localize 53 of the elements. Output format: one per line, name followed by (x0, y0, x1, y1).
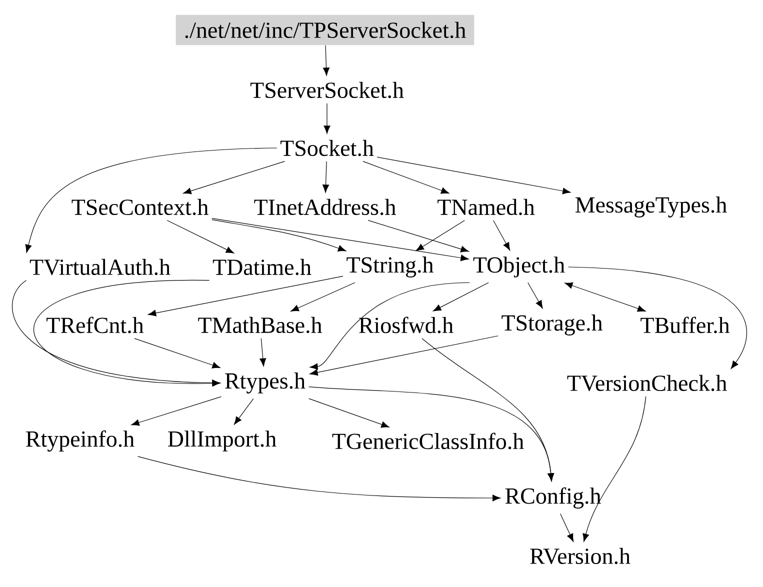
arrow (493, 220, 510, 251)
arrow (131, 396, 222, 426)
file-label: DllImport.h (168, 430, 276, 452)
arrow (560, 513, 574, 542)
file-label: TVersionCheck.h (567, 374, 727, 392)
arrow (134, 338, 220, 368)
file-label: TGenericClassInfo.h (332, 432, 524, 450)
arrow (322, 161, 330, 193)
file-label: TVirtualAuth.h (30, 258, 170, 276)
file-label: TDatime.h (212, 258, 312, 276)
file-label: TString.h (346, 256, 434, 278)
file-label: TInetAddress.h (254, 198, 396, 216)
file-label: TRefCnt.h (46, 316, 144, 334)
file-label: TNamed.h (438, 198, 535, 216)
file-box: ./net/net/inc/TPServerSocket.h (176, 14, 474, 46)
arrow (308, 386, 554, 482)
arrow (528, 282, 543, 309)
file-label: TObject.h (473, 256, 565, 278)
arrow (324, 103, 330, 134)
arrow (376, 156, 571, 194)
arrow (564, 282, 646, 312)
arrow (582, 396, 646, 542)
arrow (416, 220, 465, 251)
arrow (362, 161, 450, 194)
arrow (290, 282, 356, 312)
arrow (432, 282, 489, 312)
file-label: TBuffer.h (640, 316, 730, 334)
file-label: Riosfwd.h (359, 316, 454, 334)
arrow (368, 220, 469, 252)
arrow (212, 219, 346, 252)
file-label: Rtypes.h (225, 372, 306, 394)
arrow (308, 398, 390, 428)
file-label: Rtypeinfo.h (26, 430, 134, 452)
file-label: RVersion.h (530, 548, 630, 564)
file-label: RConfig.h (505, 487, 601, 509)
file-label: TSecContext.h (72, 198, 208, 216)
arrow (568, 266, 747, 369)
arrow (183, 161, 286, 194)
file-label: TServerSocket.h (250, 82, 404, 98)
arrow (166, 220, 234, 254)
arrow (260, 338, 266, 366)
arrow (25, 148, 278, 253)
arrow (310, 282, 470, 370)
arrow (212, 218, 469, 262)
file-label: TMathBase.h (198, 316, 322, 334)
arrow (148, 276, 344, 316)
arrow (234, 398, 254, 425)
file-label: MessageTypes.h (576, 196, 727, 218)
arrow (323, 45, 330, 76)
arrow (310, 336, 498, 376)
file-label: TSocket.h (280, 140, 374, 156)
arrow (138, 456, 501, 502)
file-label: TStorage.h (502, 314, 602, 336)
